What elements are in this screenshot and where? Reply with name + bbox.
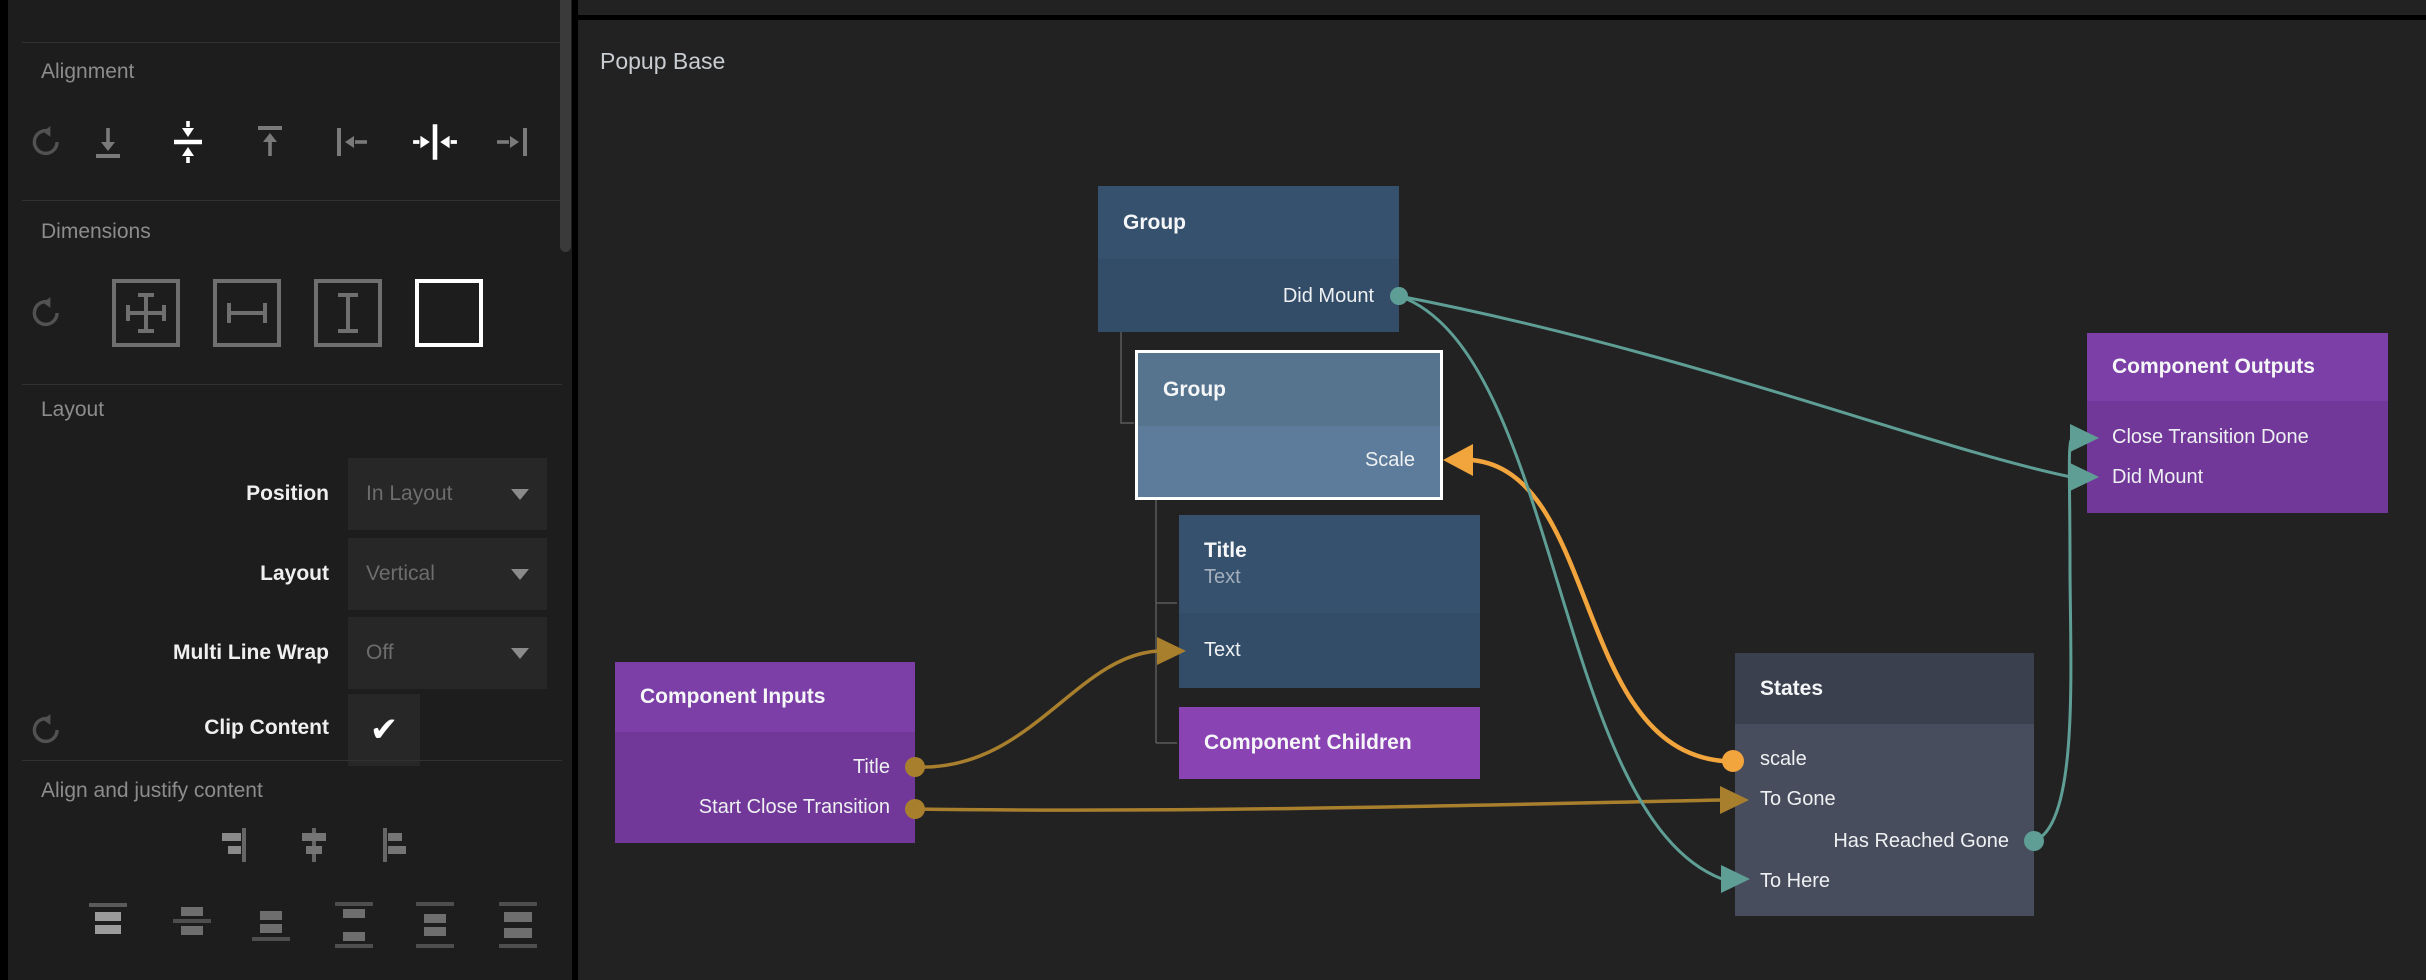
clip-content-label: Clip Content bbox=[204, 716, 329, 739]
justify-right-icon[interactable] bbox=[214, 826, 250, 864]
property-panel: Alignment Dimensions bbox=[8, 0, 572, 980]
align-right-icon[interactable] bbox=[489, 122, 533, 162]
justify-left-icon[interactable] bbox=[379, 826, 415, 864]
divider bbox=[22, 760, 562, 761]
multi-line-wrap-label: Multi Line Wrap bbox=[173, 641, 329, 664]
align-horizontal-center-icon[interactable] bbox=[410, 118, 460, 166]
position-value: In Layout bbox=[366, 482, 453, 505]
port-text[interactable]: Text bbox=[1204, 638, 1241, 661]
node-component-inputs[interactable]: Component Inputs Title Start Close Trans… bbox=[615, 662, 915, 843]
reset-icon[interactable] bbox=[23, 291, 67, 335]
multi-line-wrap-value: Off bbox=[366, 641, 394, 664]
space-between-icon[interactable] bbox=[333, 900, 375, 950]
divider bbox=[22, 384, 562, 385]
panel-separator bbox=[572, 0, 578, 980]
clip-content-checkbox[interactable]: ✔ bbox=[348, 694, 420, 766]
layout-value: Vertical bbox=[366, 562, 435, 585]
port-did-mount[interactable]: Did Mount bbox=[1282, 284, 1374, 307]
node-subtitle: Text bbox=[1204, 566, 1241, 588]
align-vertical-center-icon[interactable] bbox=[166, 116, 210, 168]
node-title: Component Children bbox=[1204, 731, 1412, 754]
port-scale[interactable]: Scale bbox=[1364, 448, 1415, 471]
node-title-text[interactable]: Title Text Text bbox=[1179, 515, 1480, 688]
size-width-icon[interactable] bbox=[213, 279, 281, 347]
node-title: Component Inputs bbox=[640, 685, 826, 708]
layout-row-label: Layout bbox=[260, 562, 329, 585]
position-label: Position bbox=[246, 482, 329, 505]
checkmark-icon: ✔ bbox=[369, 711, 399, 749]
layout-dropdown[interactable]: Vertical bbox=[348, 538, 547, 610]
node-title: Group bbox=[1163, 377, 1226, 401]
port-close-transition-done[interactable]: Close Transition Done bbox=[2112, 425, 2309, 448]
node-title: Title bbox=[1204, 539, 1247, 562]
alignment-section-label: Alignment bbox=[41, 60, 135, 83]
reset-icon[interactable] bbox=[23, 120, 67, 164]
sidebar-scrollbar[interactable] bbox=[560, 0, 571, 252]
node-group-selected[interactable]: Group Scale bbox=[1135, 350, 1443, 500]
position-dropdown[interactable]: In Layout bbox=[348, 458, 547, 530]
node-component-children[interactable]: Component Children bbox=[1179, 707, 1480, 779]
align-bottom-icon[interactable] bbox=[86, 118, 130, 166]
port-start-close-transition[interactable]: Start Close Transition bbox=[698, 795, 890, 818]
port-has-reached-gone[interactable]: Has Reached Gone bbox=[1833, 829, 2009, 852]
component-breadcrumb: Popup Base bbox=[600, 48, 726, 74]
node-states[interactable]: States scale To Gone Has Reached Gone To… bbox=[1735, 653, 2034, 916]
node-title: Group bbox=[1123, 210, 1186, 234]
align-content-bottom-icon[interactable] bbox=[250, 900, 292, 950]
port-did-mount-out[interactable]: Did Mount bbox=[2112, 465, 2204, 488]
size-content-icon[interactable] bbox=[415, 279, 483, 347]
divider bbox=[22, 42, 562, 43]
size-width-height-icon[interactable] bbox=[112, 279, 180, 347]
port-to-here[interactable]: To Here bbox=[1760, 869, 1831, 892]
node-component-outputs[interactable]: Component Outputs Close Transition Done … bbox=[2087, 333, 2388, 513]
layout-section-label: Layout bbox=[41, 398, 105, 421]
node-group-parent[interactable]: Group Did Mount bbox=[1098, 186, 1399, 332]
align-justify-section-label: Align and justify content bbox=[41, 779, 263, 802]
size-height-icon[interactable] bbox=[314, 279, 382, 347]
chevron-down-icon bbox=[511, 568, 529, 580]
align-left-icon[interactable] bbox=[331, 122, 375, 162]
dimensions-section-label: Dimensions bbox=[41, 220, 151, 243]
chevron-down-icon bbox=[511, 488, 529, 500]
port-to-gone[interactable]: To Gone bbox=[1760, 787, 1836, 810]
canvas-top-border bbox=[578, 15, 2426, 20]
divider bbox=[22, 200, 562, 201]
chevron-down-icon bbox=[511, 647, 529, 659]
align-top-icon[interactable] bbox=[248, 118, 292, 166]
align-content-center-icon[interactable] bbox=[171, 900, 213, 950]
node-title: States bbox=[1760, 676, 1824, 700]
reset-icon[interactable] bbox=[23, 708, 67, 752]
align-content-top-icon[interactable] bbox=[87, 900, 129, 950]
justify-center-icon[interactable] bbox=[296, 826, 332, 864]
port-scale-value[interactable]: scale bbox=[1760, 747, 1807, 770]
port-title[interactable]: Title bbox=[852, 755, 890, 778]
node-title: Component Outputs bbox=[2112, 355, 2315, 378]
space-around-icon[interactable] bbox=[414, 900, 456, 950]
multi-line-wrap-dropdown[interactable]: Off bbox=[348, 617, 547, 689]
space-evenly-icon[interactable] bbox=[497, 900, 539, 950]
